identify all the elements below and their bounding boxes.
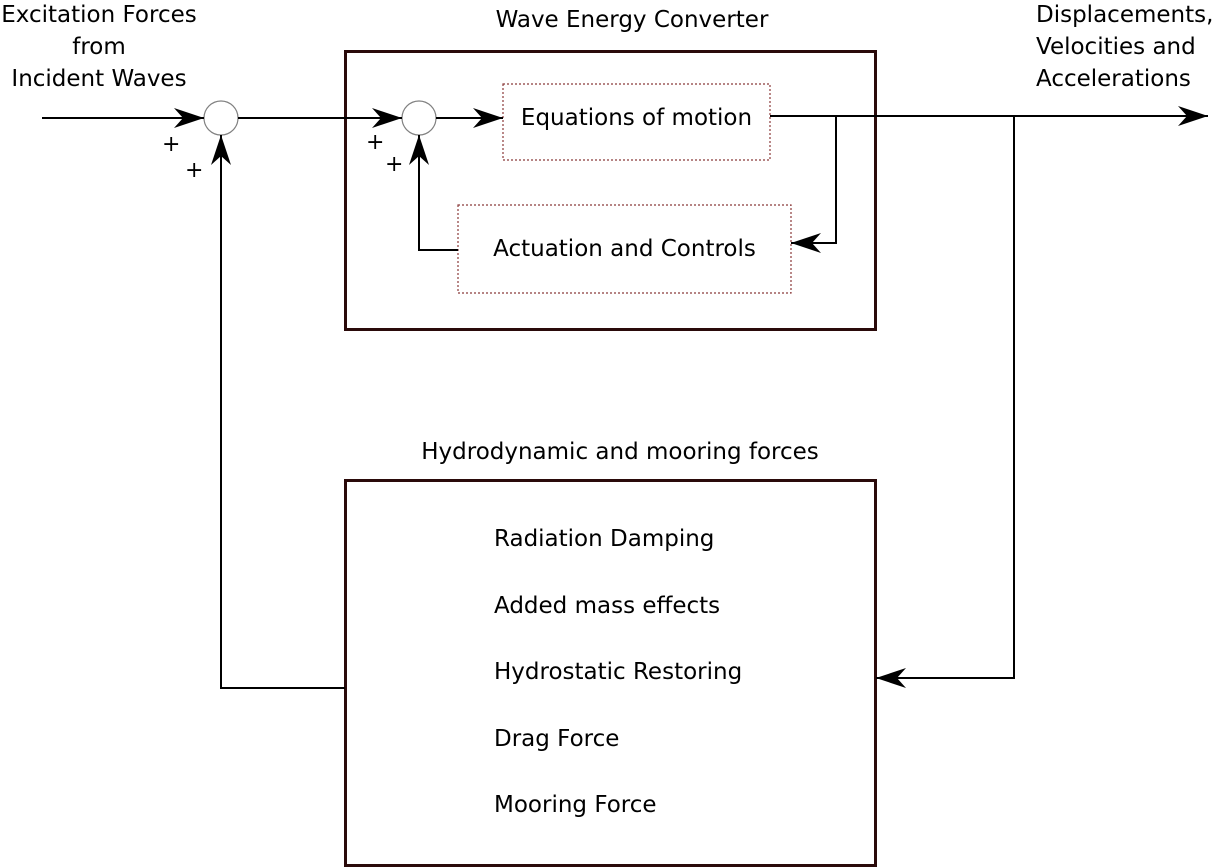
wec-box [344, 50, 877, 331]
output-label-line-1: Displacements, [1036, 2, 1212, 28]
hydro-title: Hydrodynamic and mooring forces [421, 439, 819, 465]
hydro-item-radiation-damping: Radiation Damping [494, 526, 715, 552]
output-label: Displacements, Velocities and Accelerati… [1036, 0, 1212, 95]
inner-bottom-plus-sign: + [385, 152, 404, 177]
output-label-line-3: Accelerations [1036, 66, 1191, 92]
input-label-line-2: from [72, 34, 126, 60]
outer-summing-junction [203, 100, 239, 136]
hydro-item-hydrostatic-restoring: Hydrostatic Restoring [494, 659, 743, 685]
hydro-box [344, 479, 877, 867]
actuation-to-inner-junction-arrow [409, 135, 458, 251]
hydro-item-mooring-force: Mooring Force [494, 792, 657, 818]
feedback-to-actuation-arrow [791, 116, 837, 253]
outer-left-plus-sign: + [162, 132, 181, 157]
input-label-line-3: Incident Waves [11, 66, 187, 92]
output-label-line-2: Velocities and [1036, 34, 1196, 60]
input-label-line-1: Excitation Forces [1, 2, 197, 28]
inner-summing-junction [401, 100, 437, 136]
output-to-hydro-arrow [876, 116, 1015, 688]
input-label: Excitation Forces from Incident Waves [0, 0, 198, 95]
inner-left-plus-sign: + [366, 130, 385, 155]
wec-title: Wave Energy Converter [495, 7, 769, 33]
equations-box [502, 83, 771, 161]
actuation-label: Actuation and Controls [493, 236, 756, 262]
hydro-item-drag-force: Drag Force [494, 726, 620, 752]
outer-bottom-plus-sign: + [185, 158, 204, 183]
hydro-item-added-mass: Added mass effects [494, 593, 721, 619]
hydro-to-outer-junction-arrow [211, 135, 345, 689]
equations-label: Equations of motion [520, 105, 753, 131]
